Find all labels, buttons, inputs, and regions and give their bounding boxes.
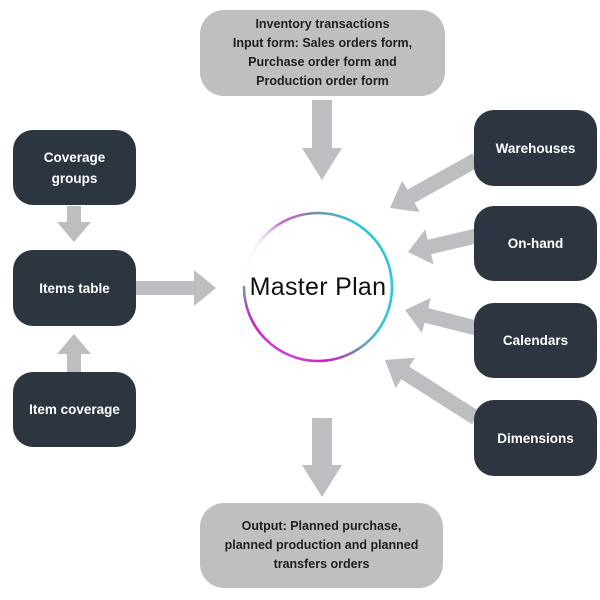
arrow-items-table-to-master-plan: [136, 270, 216, 306]
arrow-item-coverage-to-items-table: [57, 334, 91, 372]
arrow-dimensions-to-master-plan: [385, 357, 480, 425]
gradient-ring: [242, 211, 394, 363]
coverage-groups-label: Coverage groups: [43, 149, 106, 186]
warehouses-label: Warehouses: [495, 140, 576, 156]
input-sources-label: Inventory transactions Input form: Sales…: [232, 17, 413, 88]
input-sources-box[interactable]: Inventory transactions Input form: Sales…: [200, 10, 445, 96]
arrow-calendars-to-master-plan: [405, 298, 478, 336]
on-hand-node[interactable]: On-hand: [474, 206, 597, 281]
arrow-master-plan-to-output: [302, 418, 342, 497]
calendars-label: Calendars: [502, 333, 569, 348]
master-plan-label: Master Plan: [249, 272, 387, 301]
calendars-node[interactable]: Calendars: [474, 303, 597, 378]
arrow-inputs-to-master-plan: [302, 100, 342, 180]
coverage-groups-node[interactable]: Coverage groups: [13, 130, 136, 205]
master-plan-node[interactable]: Master Plan: [234, 203, 402, 371]
dimensions-node[interactable]: Dimensions: [474, 400, 597, 476]
output-label: Output: Planned purchase, planned produc…: [224, 519, 419, 571]
items-table-label: Items table: [39, 280, 110, 296]
output-box[interactable]: Output: Planned purchase, planned produc…: [200, 503, 443, 588]
warehouses-node[interactable]: Warehouses: [474, 110, 597, 186]
arrow-warehouses-to-master-plan: [390, 153, 480, 212]
item-coverage-label: Item coverage: [29, 402, 120, 417]
arrow-on-hand-to-master-plan: [408, 228, 478, 265]
item-coverage-node[interactable]: Item coverage: [13, 372, 136, 447]
dimensions-label: Dimensions: [497, 430, 574, 446]
on-hand-label: On-hand: [507, 236, 564, 251]
arrow-coverage-groups-to-items-table: [57, 206, 91, 242]
items-table-node[interactable]: Items table: [13, 250, 136, 326]
